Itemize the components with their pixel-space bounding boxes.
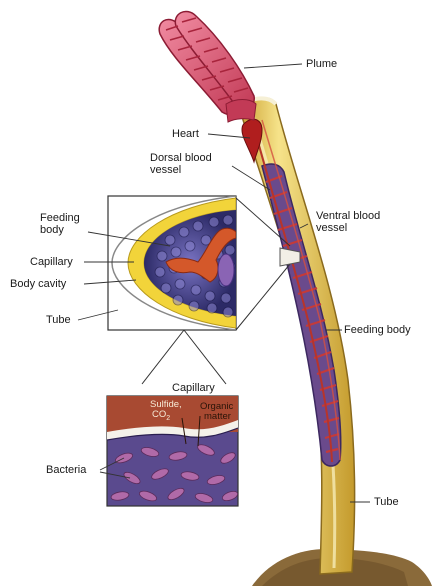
label-inset-feeding-body-line1: Feeding (40, 212, 80, 224)
label-detail-organic-line2: matter (204, 412, 231, 422)
label-tube: Tube (374, 496, 399, 508)
label-feeding-body: Feeding body (344, 324, 411, 336)
label-inset-tube: Tube (46, 314, 71, 326)
tube (238, 98, 355, 574)
label-detail-co-subscript: 2 (166, 415, 170, 422)
label-inset-feeding-body-line2: body (40, 224, 64, 236)
label-inset-body-cavity: Body cavity (10, 278, 66, 290)
label-detail-capillary: Capillary (172, 382, 215, 394)
plume (159, 11, 256, 122)
detail-connector-lines (142, 330, 226, 384)
label-plume: Plume (306, 58, 337, 70)
label-ventral-blood-vessel-line2: vessel (316, 222, 347, 234)
label-ventral-blood-vessel-line1: Ventral blood (316, 210, 380, 222)
label-dorsal-blood-vessel-line2: vessel (150, 164, 181, 176)
label-dorsal-blood-vessel-line1: Dorsal blood (150, 152, 212, 164)
plume-base (226, 100, 256, 123)
label-inset-capillary: Capillary (30, 256, 73, 268)
label-detail-co: CO (152, 409, 166, 420)
cross-section-inset (78, 196, 300, 330)
label-detail-sulfide-line2: CO2 (152, 410, 170, 424)
label-bacteria: Bacteria (46, 464, 86, 476)
inset-vessel-section (218, 254, 234, 286)
label-heart: Heart (172, 128, 199, 140)
